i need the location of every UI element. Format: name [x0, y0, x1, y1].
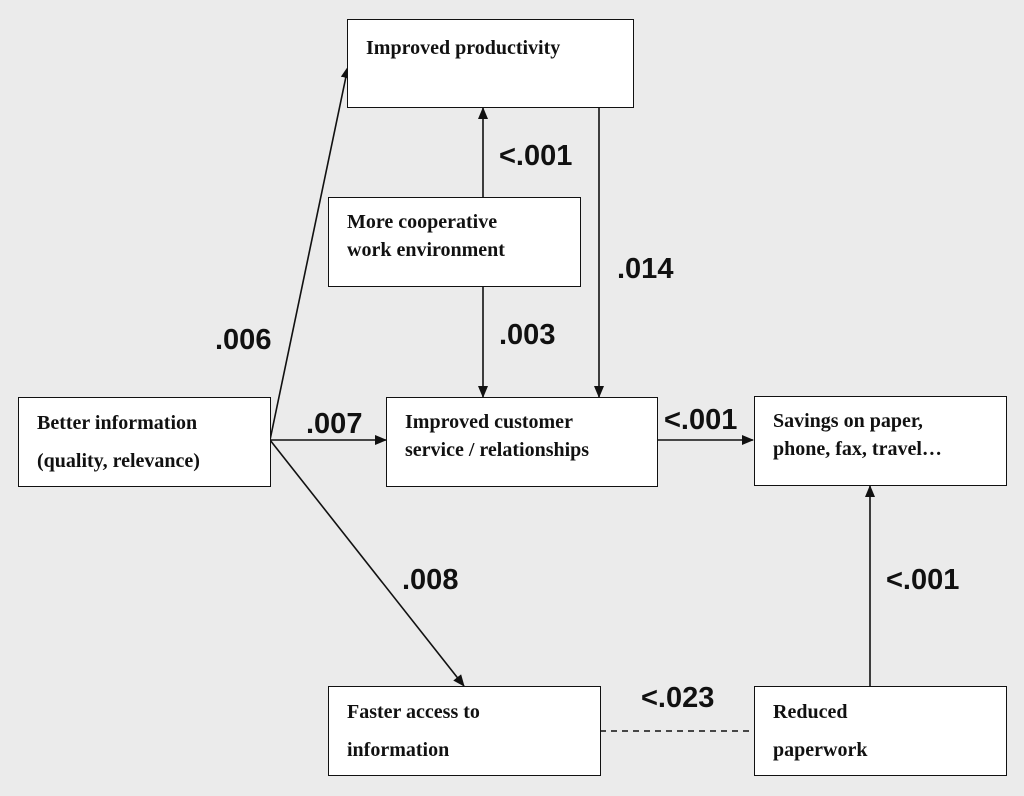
node-label: phone, fax, travel…: [773, 438, 942, 460]
edge-label-service-savings: <.001: [664, 404, 738, 436]
node-cooperative-environment: More cooperative work environment: [328, 197, 581, 287]
edge-label-coop-service: .003: [499, 319, 556, 351]
node-label: Savings on paper,: [773, 410, 923, 432]
node-improved-productivity: Improved productivity: [347, 19, 634, 108]
edge-label-info-faster: .008: [402, 564, 459, 596]
node-label: Improved productivity: [366, 37, 561, 59]
edge-label-info-service: .007: [306, 408, 363, 440]
node-label: Improved customer: [405, 411, 573, 433]
edge-label-coop-productivity: <.001: [499, 140, 573, 172]
edge-info-to-productivity: [269, 66, 351, 441]
edge-label-faster-paperwork: <.023: [641, 682, 715, 714]
node-label: Better information: [37, 412, 198, 434]
node-label: More cooperative: [347, 211, 498, 233]
node-label: service / relationships: [405, 439, 590, 461]
node-reduced-paperwork: Reduced paperwork: [754, 686, 1007, 776]
edge-label-info-productivity: .006: [215, 324, 272, 356]
node-label: work environment: [347, 239, 505, 261]
node-faster-access: Faster access to information: [328, 686, 601, 776]
node-customer-service: Improved customer service / relationship…: [386, 397, 658, 487]
node-label: paperwork: [773, 739, 868, 761]
node-label: (quality, relevance): [37, 450, 200, 472]
edge-label-paperwork-savings: <.001: [886, 564, 960, 596]
node-label: Faster access to: [347, 701, 480, 723]
node-label: Reduced: [773, 701, 848, 723]
edge-info-to-faster: [269, 439, 465, 687]
node-label: information: [347, 739, 450, 761]
node-savings: Savings on paper, phone, fax, travel…: [754, 396, 1007, 486]
node-better-information: Better information (quality, relevance): [18, 397, 271, 487]
edge-label-productivity-service: .014: [617, 253, 674, 285]
